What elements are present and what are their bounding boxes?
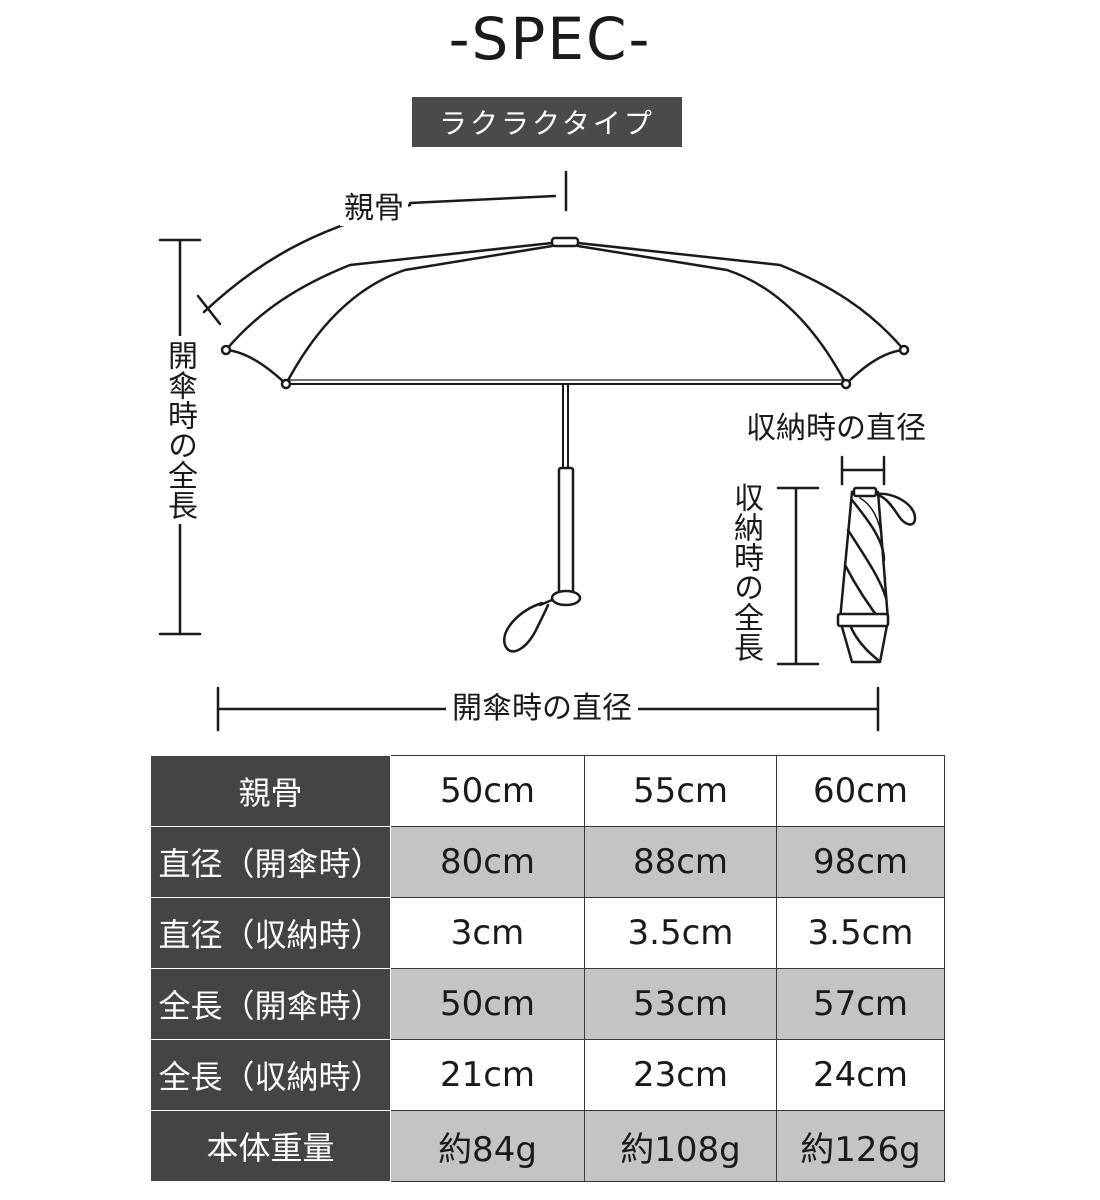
table-cell: 55cm — [584, 755, 777, 827]
table-cell: 23cm — [584, 1039, 777, 1111]
table-cell: 約126g — [776, 1110, 945, 1182]
type-badge: ラクラクタイプ — [412, 97, 682, 147]
rib-label: 親骨 — [340, 192, 408, 226]
table-row: 本体重量 約84g 約108g 約126g — [150, 1110, 945, 1182]
table-row: 親骨 50cm 55cm 60cm — [150, 755, 945, 827]
row-label: 本体重量 — [150, 1110, 391, 1182]
closed-diameter-label: 収納時の直径 — [746, 411, 926, 446]
table-cell: 50cm — [390, 968, 585, 1040]
table-row: 直径（開傘時） 80cm 88cm 98cm — [150, 826, 945, 898]
table-row: 全長（収納時） 21cm 23cm 24cm — [150, 1039, 945, 1111]
umbrella-handle — [557, 466, 575, 594]
table-row: 直径（収納時） 3cm 3.5cm 3.5cm — [150, 897, 945, 969]
table-cell: 60cm — [776, 755, 945, 827]
page-title: -SPEC- — [448, 5, 652, 73]
open-diameter-label: 開傘時の直径 — [446, 692, 638, 726]
table-cell: 約108g — [584, 1110, 777, 1182]
table-cell: 88cm — [584, 826, 777, 898]
table-cell: 21cm — [390, 1039, 585, 1111]
table-cell: 57cm — [776, 968, 945, 1040]
table-cell: 約84g — [390, 1110, 585, 1182]
table-cell: 24cm — [776, 1039, 945, 1111]
row-label: 親骨 — [150, 755, 391, 827]
row-label: 直径（開傘時） — [150, 826, 391, 898]
table-cell: 50cm — [390, 755, 585, 827]
umbrella-canopy — [224, 241, 906, 352]
row-label: 全長（開傘時） — [150, 968, 391, 1040]
table-cell: 3.5cm — [776, 897, 945, 969]
table-cell: 98cm — [776, 826, 945, 898]
table-cell: 80cm — [390, 826, 585, 898]
row-label: 直径（収納時） — [150, 897, 391, 969]
spec-table: 親骨 50cm 55cm 60cm 直径（開傘時） 80cm 88cm 98cm… — [150, 755, 945, 1182]
table-cell: 53cm — [584, 968, 777, 1040]
row-label: 全長（収納時） — [150, 1039, 391, 1111]
table-cell: 3.5cm — [584, 897, 777, 969]
table-row: 全長（開傘時） 50cm 53cm 57cm — [150, 968, 945, 1040]
table-cell: 3cm — [390, 897, 585, 969]
folded-umbrella — [836, 486, 917, 664]
open-length-label: 開傘時の全長 — [162, 336, 197, 524]
closed-length-label: 収納時の全長 — [728, 478, 763, 666]
